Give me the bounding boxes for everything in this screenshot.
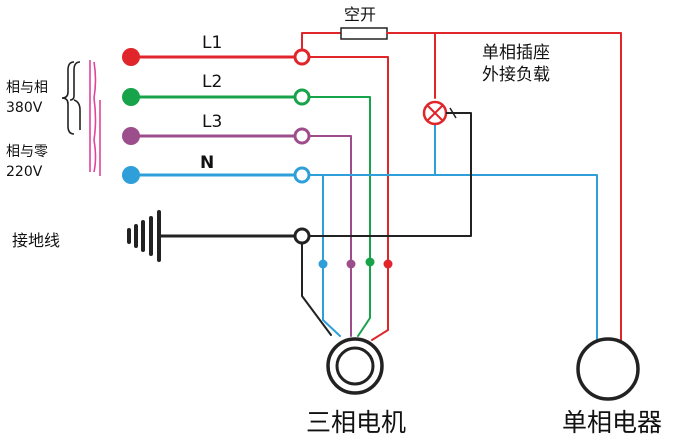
breaker-switch (340, 27, 388, 40)
label-line-to-line-2: 380V (6, 100, 43, 116)
label-l2: L2 (202, 72, 222, 92)
wire-l2: L2 (122, 72, 375, 337)
lamp-icon (422, 100, 458, 126)
voltage-bracket-380v (61, 61, 81, 135)
label-socket-line1: 单相插座 (482, 43, 550, 63)
three-phase-motor-icon (326, 337, 384, 395)
label-line-to-neutral-1: 相与零 (6, 144, 48, 160)
wire-l1: L1 (122, 27, 622, 343)
label-line-to-line-1: 相与相 (6, 80, 48, 96)
ground-wire: 接地线 (12, 112, 472, 336)
label-n: N (200, 153, 214, 173)
junction-l1 (293, 48, 311, 66)
voltage-bracket-220v (89, 60, 101, 176)
label-breaker: 空开 (344, 5, 376, 24)
label-l3: L3 (202, 112, 222, 132)
label-appliance: 单相电器 (562, 408, 662, 437)
label-ground: 接地线 (12, 231, 60, 250)
ground-symbol-icon (127, 210, 161, 262)
junction-l2 (293, 88, 311, 106)
wire-n: N (122, 124, 598, 343)
wire-l3: L3 (122, 112, 356, 337)
label-motor: 三相电机 (306, 408, 406, 437)
label-l1: L1 (202, 33, 222, 53)
single-phase-appliance-icon (576, 337, 640, 401)
junction-n (293, 166, 311, 184)
junction-ground (293, 227, 311, 245)
label-socket-line2: 外接负载 (482, 65, 550, 85)
junction-l3 (293, 127, 311, 145)
label-line-to-neutral-2: 220V (6, 164, 43, 180)
